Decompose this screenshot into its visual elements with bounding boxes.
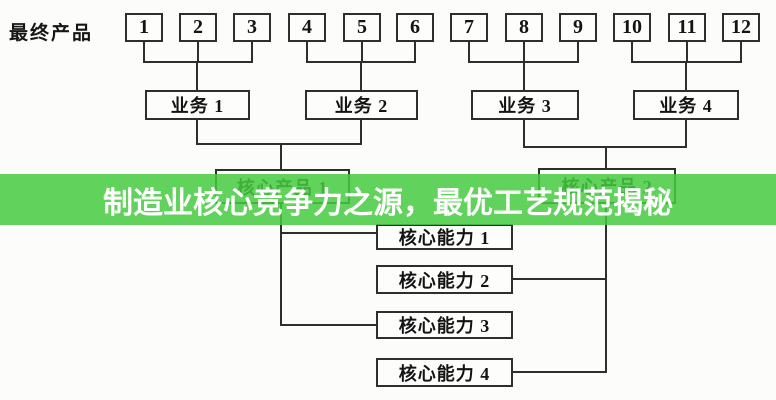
product-box-6: 6 [396, 13, 434, 42]
connector-line [280, 143, 282, 170]
headline-banner-text: 制造业核心竞争力之源，最优工艺规范揭秘 [103, 186, 673, 220]
product-box-1: 1 [125, 13, 163, 42]
product-box-10: 10 [613, 13, 651, 42]
core-competence-box-4: 核心能力 4 [376, 358, 513, 387]
connector-line [523, 61, 525, 90]
connector-line [280, 324, 378, 326]
business-box-4: 业务 4 [633, 90, 739, 120]
connector-line [605, 146, 607, 169]
core-competence-box-3: 核心能力 3 [376, 311, 513, 339]
connector-line [196, 143, 362, 145]
connector-line [740, 42, 742, 62]
connector-line [251, 42, 253, 62]
product-box-4: 4 [288, 13, 326, 42]
connector-line [685, 120, 687, 146]
connector-line [361, 42, 363, 62]
final-products-row-label: 最终产品 [9, 23, 94, 44]
product-box-8: 8 [505, 13, 543, 42]
connector-line [512, 278, 607, 280]
connector-line [196, 61, 198, 90]
connector-line [686, 42, 688, 62]
connector-line [196, 120, 198, 143]
connector-line [306, 42, 308, 62]
business-box-1: 业务 1 [145, 90, 250, 120]
connector-line [414, 42, 416, 62]
product-box-5: 5 [343, 13, 381, 42]
connector-line [143, 61, 253, 63]
headline-banner-overlay: 制造业核心竞争力之源，最优工艺规范揭秘 [0, 174, 776, 225]
product-box-3: 3 [233, 13, 271, 42]
connector-line [577, 42, 579, 62]
core-competence-box-1: 核心能力 1 [376, 224, 513, 250]
connector-line [197, 42, 199, 62]
connector-line [360, 61, 362, 90]
product-box-11: 11 [668, 13, 706, 42]
connector-line [605, 203, 607, 373]
business-box-3: 业务 3 [471, 90, 579, 120]
connector-line [280, 232, 378, 234]
connector-line [468, 42, 470, 62]
business-box-2: 业务 2 [305, 90, 418, 120]
product-box-7: 7 [450, 13, 488, 42]
connector-line [360, 120, 362, 143]
connector-line [523, 120, 525, 146]
connector-line [280, 203, 282, 326]
product-box-9: 9 [559, 13, 597, 42]
connector-line [631, 42, 633, 62]
connector-line [523, 42, 525, 62]
connector-line [143, 42, 145, 62]
connector-line [513, 371, 607, 373]
core-competence-box-2: 核心能力 2 [376, 265, 513, 294]
connector-line [685, 61, 687, 90]
product-box-2: 2 [179, 13, 217, 42]
product-box-12: 12 [722, 13, 760, 42]
